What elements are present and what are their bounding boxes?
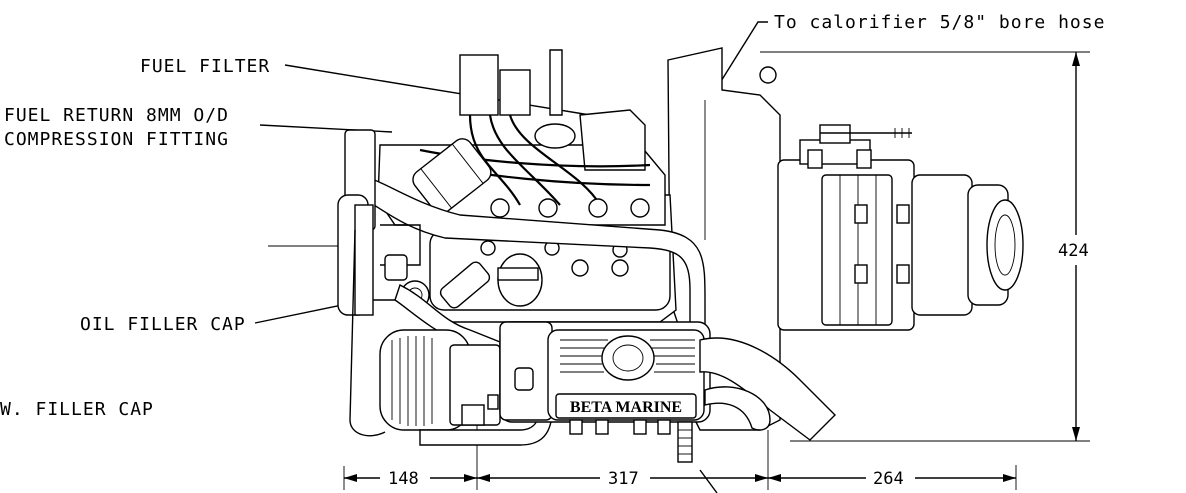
dimension-317: 317 [608,469,639,489]
dimension-148: 148 [388,469,419,489]
oil-filler-cap-label: OIL FILLER CAP [80,314,246,335]
fuel-return-label-line1: FUEL RETURN 8MM O/D [4,105,229,126]
dimension-264: 264 [873,469,904,489]
fuel-filter-label: FUEL FILTER [140,56,270,77]
engine-body: BETA MARINE [337,47,1024,463]
fuel-return-label-line2: COMPRESSION FITTING [4,129,229,150]
width-dimensions [343,425,1017,490]
height-dimension-value: 424 [1058,241,1089,261]
brand-plate-text: BETA MARINE [570,399,682,416]
calorifier-label: To calorifier 5/8" bore hose [774,12,1105,33]
height-dimension [760,51,1090,442]
fw-filler-cap-label: W. FILLER CAP [0,399,154,420]
